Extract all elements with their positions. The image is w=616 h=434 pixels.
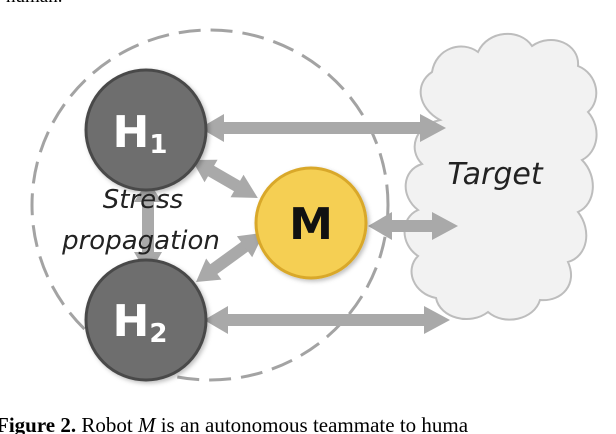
group-label-line2: propagation [61,226,220,256]
node-h2 [84,258,208,382]
node-h1 [84,68,208,192]
dashed-group-circle [30,28,390,382]
node-h1-circle [84,68,208,192]
arrow-h2-target [204,306,450,334]
arrow-h1-target [200,114,446,142]
caption-text-before: Robot [76,413,138,434]
caption-variable: M [137,413,156,434]
node-m [254,166,368,280]
arrow-h1-m [192,159,258,198]
group-label-line1: Stress [103,185,183,215]
arrow-m-target [368,212,458,240]
node-m-circle [254,166,368,280]
node-h1-label: H1 [113,107,168,160]
node-h2-circle [84,258,208,382]
node-h2-label: H2 [113,296,168,349]
caption-figure-label: Figure 2. [0,413,77,434]
caption-text-after: is an autonomous teammate to huma [155,413,469,434]
target-cloud: Target [403,32,598,321]
node-m-label: M [289,199,333,250]
figure-caption: Figure 2. Robot M is an autonomous teamm… [0,413,468,434]
target-label: Target [447,157,543,192]
header-text: human. [6,0,62,8]
